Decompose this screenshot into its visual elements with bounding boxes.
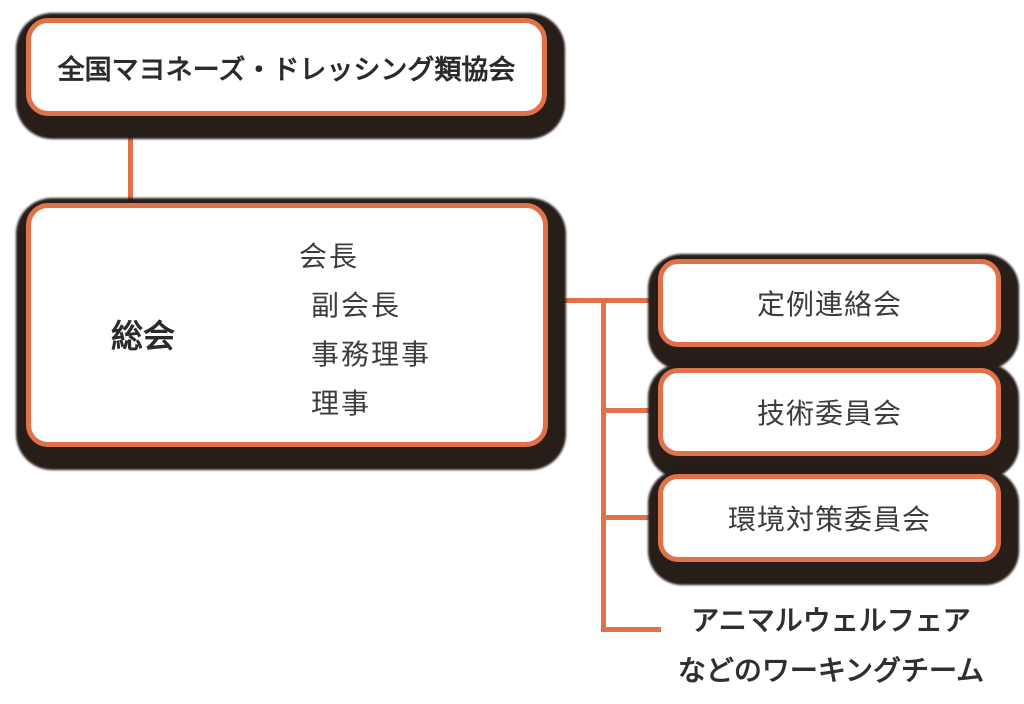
- committee-label-environment: 環境対策委員会: [727, 504, 931, 535]
- committee-label-regular-liaison: 定例連絡会: [756, 289, 902, 320]
- committee-box-environment: 環境対策委員会: [658, 474, 1001, 562]
- committee-box-regular-liaison: 定例連絡会: [658, 259, 1001, 347]
- association-name-label: 全国マヨネーズ・ドレッシング類協会: [57, 54, 516, 85]
- officer-item-executive-director: 事務理事: [311, 339, 432, 370]
- working-team-note-line2: などのワーキングチーム: [677, 655, 985, 686]
- general-assembly-label: 総会: [111, 318, 176, 354]
- connector-stub-environment: [601, 515, 660, 520]
- association-root-box: 全国マヨネーズ・ドレッシング類協会: [26, 18, 547, 116]
- officer-list: 会長 副会長 事務理事 理事: [299, 232, 431, 428]
- officer-item-director: 理事: [311, 388, 372, 419]
- committee-label-technical: 技術委員会: [756, 398, 902, 429]
- connector-root-to-assembly: [128, 113, 133, 206]
- connector-stub-technical: [601, 408, 660, 413]
- committee-box-technical: 技術委員会: [658, 368, 1001, 456]
- connector-trunk-vertical: [601, 298, 606, 632]
- general-assembly-box: 総会 会長 副会長 事務理事 理事: [26, 203, 548, 447]
- officer-item-chairman: 会長: [299, 241, 360, 272]
- officer-item-vice-chairman: 副会長: [311, 290, 402, 321]
- working-team-note: アニマルウェルフェア などのワーキングチーム: [640, 596, 1022, 696]
- connector-stub-working-team: [601, 627, 661, 632]
- working-team-note-line1: アニマルウェルフェア: [691, 605, 971, 636]
